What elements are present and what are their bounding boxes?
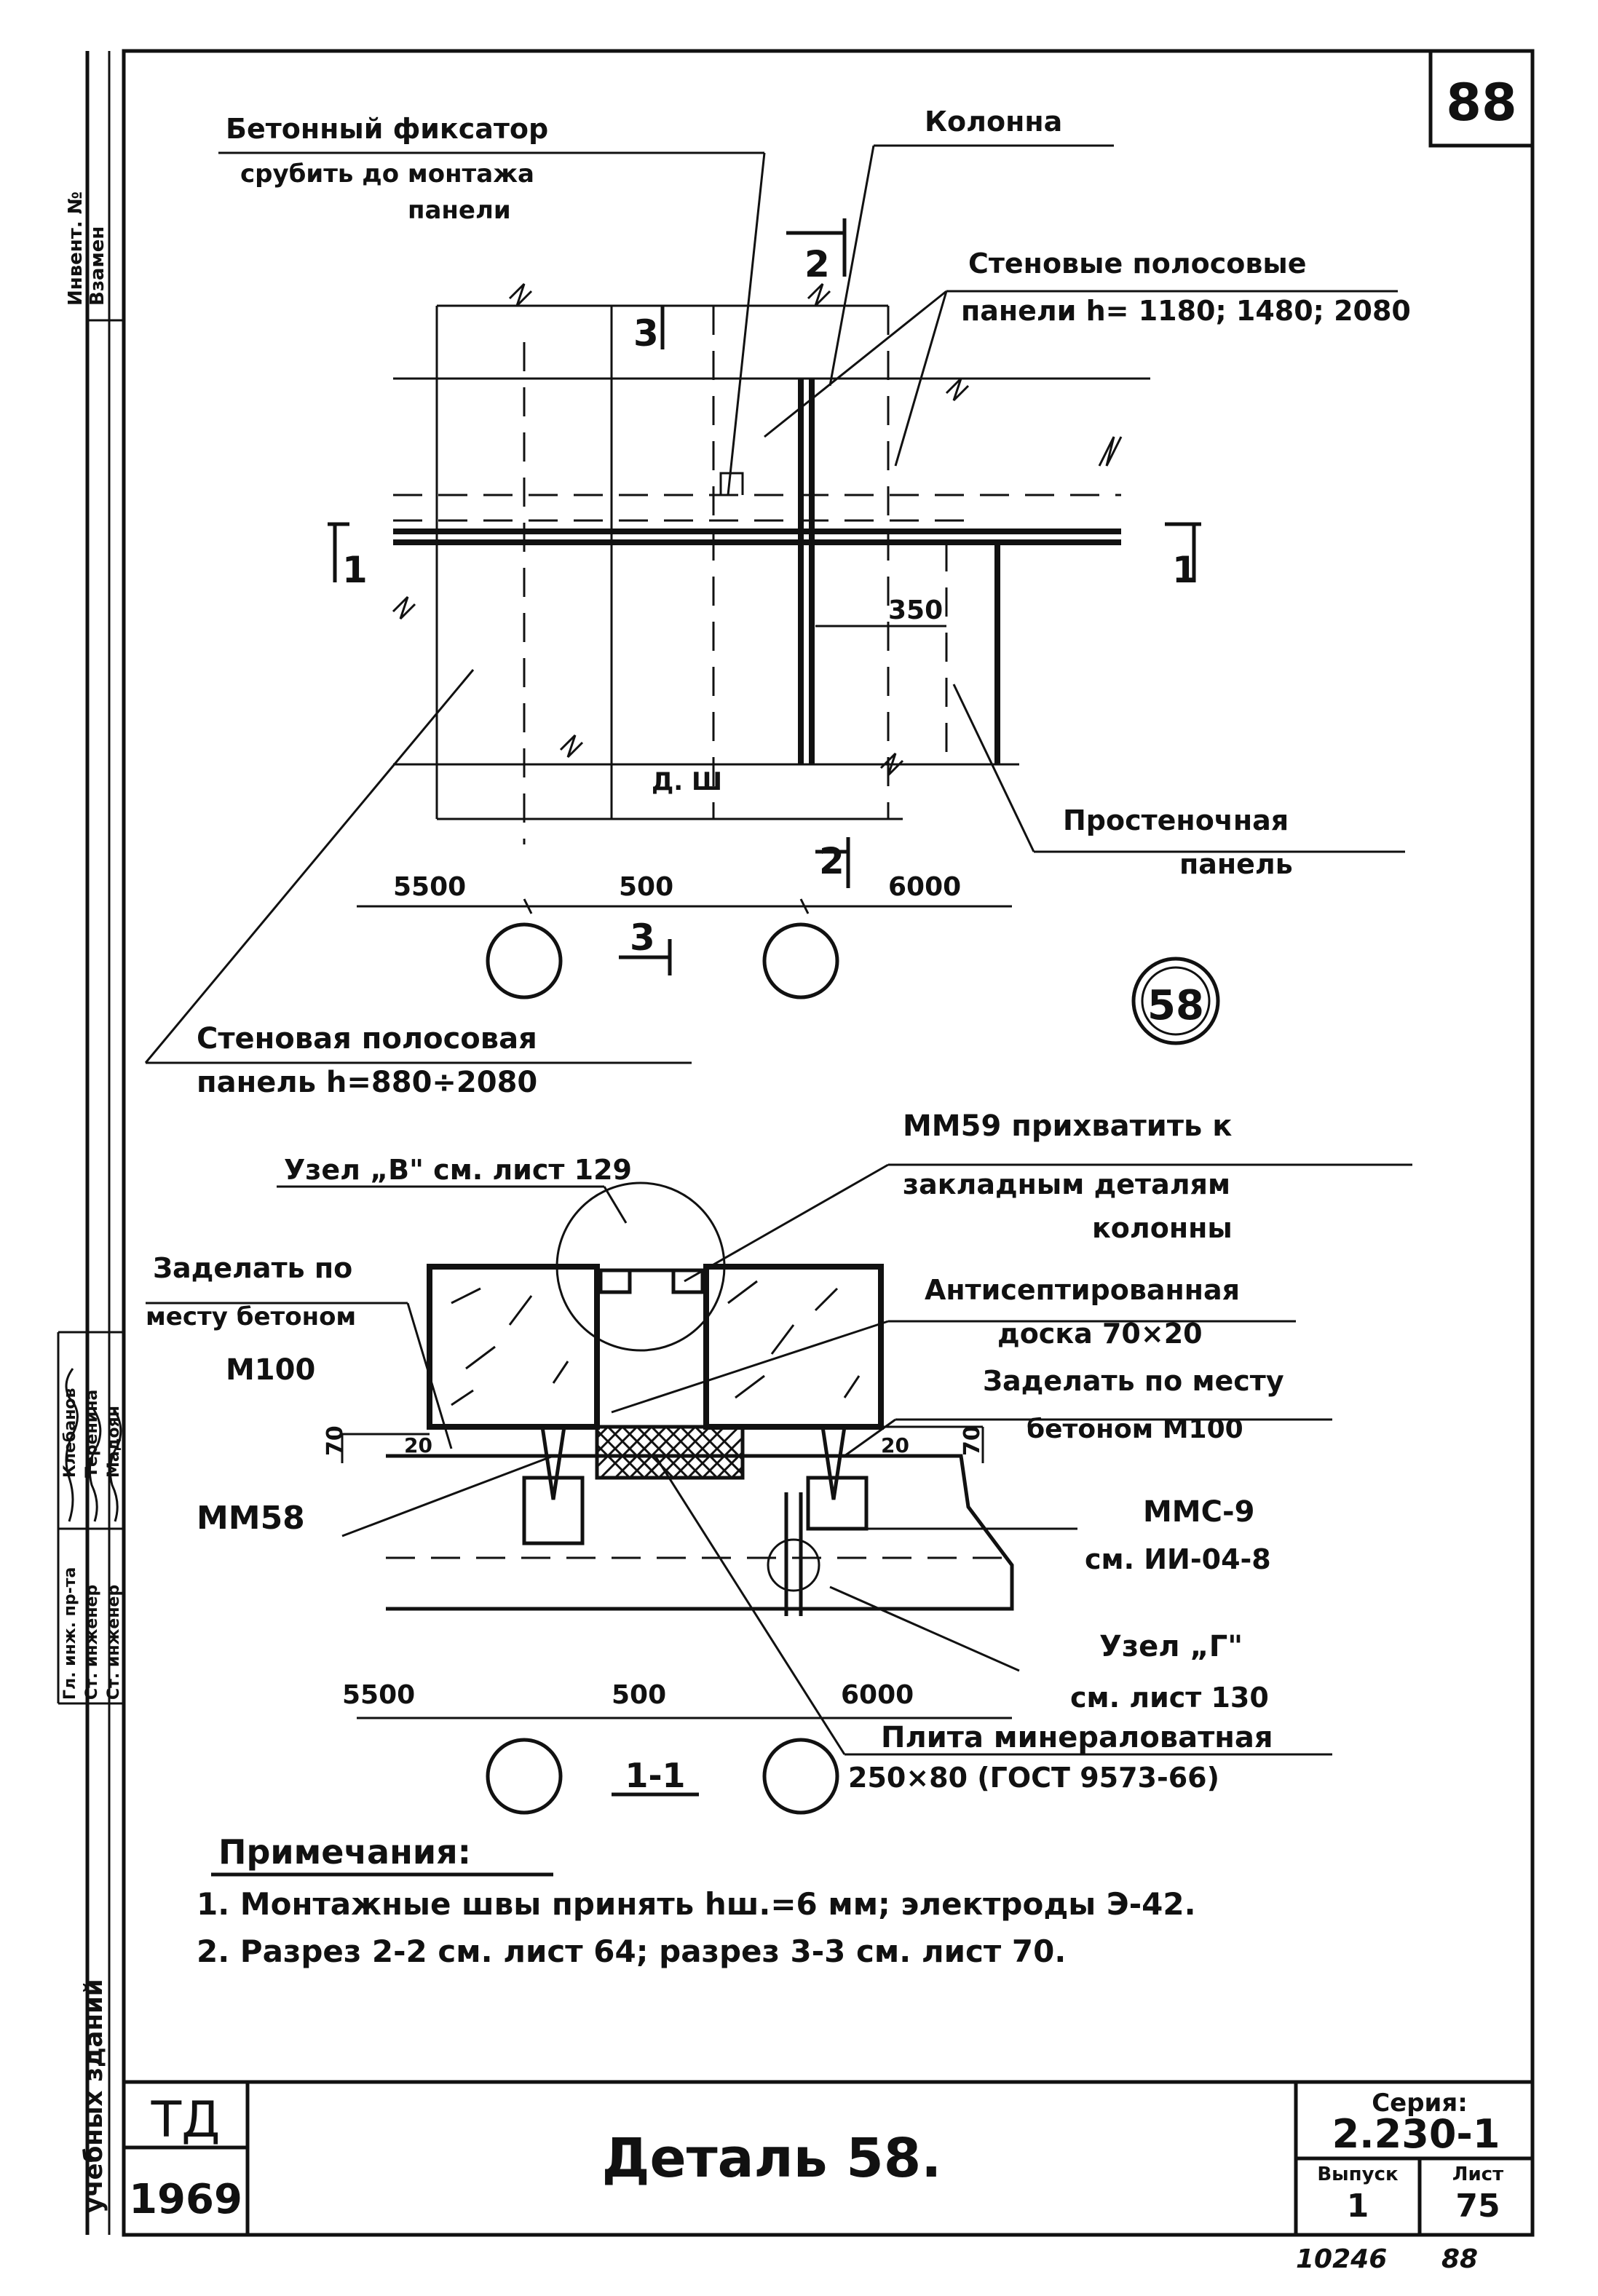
- margin-name-2: Теренина: [83, 1390, 101, 1478]
- strip-panel-label-1: Стеновая полосовая: [197, 1022, 537, 1056]
- margin-role-1: Гл. инж. пр-та: [61, 1567, 79, 1700]
- notes-heading: Примечания:: [218, 1832, 471, 1872]
- handwritten-signature-1: [65, 1368, 79, 1522]
- mineral-label-1: Плита минераловатная: [881, 1721, 1273, 1754]
- series-label: Серия:: [1372, 2089, 1468, 2118]
- fixator-label-1: Бетонный фиксатор: [226, 113, 548, 145]
- node-g-label-1: Узел „Г": [1099, 1630, 1243, 1663]
- dim-70-right: 70: [960, 1425, 985, 1456]
- cut-mark-3-top: 3: [633, 312, 659, 355]
- title-block: [124, 2080, 1532, 2235]
- seal-left-label-3: М100: [226, 1353, 315, 1387]
- fixator-label-2: срубить до монтажа: [240, 159, 534, 189]
- margin-role-3: Ст. инженер: [105, 1585, 123, 1700]
- series-value: 2.230-1: [1332, 2111, 1500, 2157]
- mineral-label-2: 250×80 (ГОСТ 9573-66): [848, 1762, 1219, 1794]
- sheet-value: 75: [1455, 2188, 1500, 2225]
- section-1-1: [341, 1181, 1014, 1815]
- note-1: 1. Монтажные швы принять hш.=6 мм; элект…: [197, 1886, 1196, 1922]
- mm59-label-1: ММ59 прихватить к: [903, 1109, 1232, 1143]
- node-g-label-2: см. лист 130: [1070, 1682, 1269, 1714]
- note-2: 2. Разрез 2-2 см. лист 64; разрез 3-3 см…: [197, 1933, 1066, 1969]
- issue-label: Выпуск: [1317, 2164, 1399, 2185]
- title-year: 1969: [129, 2176, 242, 2223]
- strip-panels-label-2: панели h= 1180; 1480; 2080: [961, 295, 1411, 327]
- node-v-label: Узел „В" см. лист 129: [284, 1154, 632, 1186]
- dim-500-top: 500: [619, 872, 673, 902]
- dim-500-section: 500: [612, 1680, 666, 1710]
- dim-6000-top: 6000: [888, 872, 961, 902]
- strip-panel-label-2: панель h=880÷2080: [197, 1066, 537, 1099]
- pier-panel-label-2: панель: [1179, 848, 1293, 880]
- archive-number: 10246: [1296, 2244, 1387, 2274]
- sheet-number-box: [1428, 49, 1535, 148]
- cut-mark-1-right: 1: [1172, 549, 1198, 591]
- dim-350-top: 350: [888, 595, 943, 625]
- seal-right-label-2: бетоном М100: [1027, 1414, 1243, 1444]
- cut-mark-3-bottom: 3: [630, 917, 655, 959]
- handwritten-signature-3: [108, 1408, 122, 1522]
- drawing-title: Деталь 58.: [602, 2127, 942, 2190]
- seal-left-label-1: Заделать по: [153, 1252, 352, 1284]
- strip-panels-label-1: Стеновые полосовые: [968, 248, 1307, 280]
- mmc-label-2: см. ИИ-04-8: [1085, 1543, 1271, 1575]
- margin-building-type: учебных зданий: [79, 1979, 108, 2213]
- column-label: Колонна: [925, 106, 1062, 138]
- margin-role-2: Ст. инженер: [83, 1585, 101, 1700]
- sheet-border: [122, 49, 1535, 2237]
- cut-mark-2-top: 2: [804, 243, 830, 285]
- dim-5500-section: 5500: [342, 1680, 415, 1710]
- margin-replaced: Взамен: [87, 226, 108, 306]
- footer-page-number: 88: [1441, 2244, 1478, 2274]
- dim-5500-top: 5500: [393, 872, 466, 902]
- mm59-label-3: колонны: [1092, 1212, 1233, 1244]
- section-leaders: [146, 1163, 1412, 1756]
- top-plan: 1 1 2 2 3 3: [328, 218, 1220, 1045]
- mmc-label-1: ММС-9: [1143, 1495, 1254, 1529]
- antiseptic-label-1: Антисептированная: [925, 1274, 1240, 1306]
- seal-right-label-1: Заделать по месту: [983, 1365, 1284, 1397]
- dim-70-left: 70: [323, 1425, 348, 1456]
- fixator-label-3: панели: [408, 196, 511, 225]
- seal-left-label-2: месту бетоном: [146, 1302, 356, 1331]
- cut-mark-1-left: 1: [342, 549, 368, 591]
- margin-name-3: Мадоян: [105, 1406, 123, 1478]
- section-title: 1-1: [625, 1756, 685, 1795]
- dim-6000-section: 6000: [841, 1680, 914, 1710]
- dim-20-right: 20: [881, 1433, 909, 1457]
- margin-name-1: Клебанов: [61, 1388, 79, 1478]
- dim-20-left: 20: [404, 1433, 432, 1457]
- sheet-number: 88: [1446, 73, 1516, 132]
- margin-inv-no: Инвент. №: [65, 191, 87, 306]
- cut-mark-2-bottom: 2: [819, 840, 845, 882]
- top-leaders: [144, 144, 1405, 1064]
- mm58-label: ММ58: [197, 1500, 305, 1537]
- node-d-label: Д. Ш: [652, 767, 722, 796]
- mm59-label-2: закладным деталям: [903, 1168, 1230, 1200]
- sheet-label: Лист: [1452, 2164, 1503, 2185]
- handwritten-signature-2: [88, 1408, 102, 1522]
- issue-value: 1: [1347, 2188, 1369, 2225]
- antiseptic-label-2: доска 70×20: [997, 1318, 1203, 1350]
- signature-block: Гл. инж. пр-та Ст. инженер Ст. инженер К…: [57, 1331, 124, 1705]
- detail-58-badge: 58: [1147, 982, 1204, 1029]
- title-logo: ТД: [151, 2091, 221, 2149]
- pier-panel-label-1: Простеночная: [1063, 804, 1289, 836]
